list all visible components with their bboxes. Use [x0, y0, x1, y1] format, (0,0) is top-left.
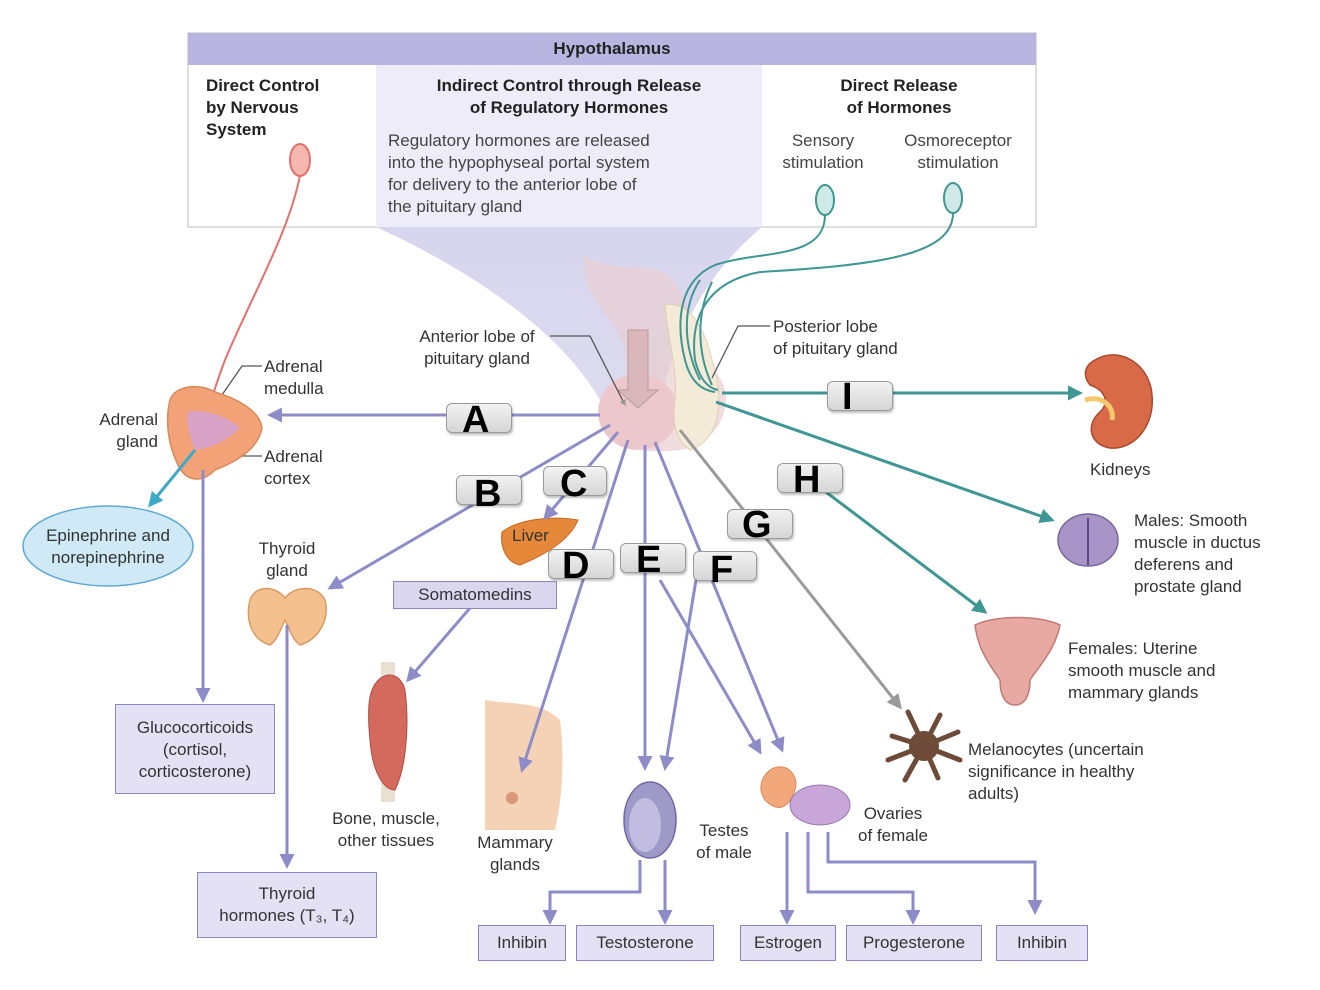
sensory-stimulation-label: Sensory stimulation: [782, 131, 864, 172]
thyroid-gland-icon: [247, 587, 327, 646]
hypothalamus-panel: [187, 32, 1037, 228]
somatomedins-box: Somatomedins: [393, 581, 557, 609]
prostate-icon: [1057, 513, 1119, 567]
indirect-control-description: Regulatory hormones are released into th…: [388, 131, 650, 216]
anterior-pathways: [195, 407, 1043, 925]
inhibin-female-box: Inhibin: [996, 925, 1088, 961]
adrenal-medulla-pointer: [214, 365, 262, 406]
epinephrine-arrow: [148, 449, 197, 508]
posterior-pathways: [715, 385, 1083, 614]
blank-box-d[interactable]: [548, 549, 614, 579]
thyroid-gland-label: Thyroid gland: [258, 539, 316, 580]
adrenal-medulla-label: Adrenal medulla: [264, 357, 324, 398]
direct-release-title: Direct Release of Hormones: [840, 76, 958, 117]
osmoreceptor-stimulation-label: Osmoreceptor stimulation: [904, 131, 1012, 172]
progesterone-box: Progesterone: [846, 925, 982, 961]
thyroid-hormones-box: Thyroid hormones (T₃, T₄): [197, 872, 377, 938]
adrenal-cortex-label: Adrenal cortex: [264, 447, 323, 488]
neurosecretory-neurons: [679, 182, 963, 393]
letter-d: D: [562, 545, 590, 587]
letter-i: I: [842, 376, 853, 418]
blank-box-i[interactable]: [827, 381, 893, 411]
kidney-icon: [1084, 354, 1153, 449]
letter-c: C: [560, 463, 588, 505]
blank-box-f[interactable]: [693, 551, 757, 581]
testosterone-box: Testosterone: [576, 925, 714, 961]
anterior-lobe-pointer: [550, 335, 626, 407]
blank-box-h[interactable]: [777, 463, 843, 493]
letter-e: E: [636, 539, 662, 581]
bone-muscle-icon: [368, 662, 408, 802]
epinephrine-oval: [22, 505, 194, 587]
blank-box-g[interactable]: [727, 509, 793, 539]
letter-g: G: [742, 504, 772, 546]
epinephrine-label: Epinephrine and norepinephrine: [46, 526, 170, 567]
kidneys-label: Kidneys: [1090, 460, 1151, 479]
estrogen-box: Estrogen: [740, 925, 836, 961]
indirect-control-title: Indirect Control through Release of Regu…: [436, 76, 702, 117]
uterus-icon: [974, 616, 1061, 706]
hypothalamus-title: Hypothalamus: [553, 39, 671, 58]
glucocorticoids-box: Glucocorticoids (cortisol, corticosteron…: [115, 704, 275, 794]
bone-muscle-label: Bone, muscle, other tissues: [332, 809, 440, 850]
mammary-label: Mammary glands: [477, 833, 553, 874]
posterior-lobe-pointer: [711, 325, 770, 379]
posterior-lobe-label: Posterior lobe of pituitary gland: [773, 317, 898, 358]
adrenal-gland-label: Adrenal gland: [99, 410, 158, 451]
testes-icon: [623, 781, 677, 859]
liver-label: Liver: [512, 526, 549, 545]
males-label: Males: Smooth muscle in ductus deferens …: [1134, 511, 1261, 596]
blank-box-e[interactable]: [620, 543, 686, 573]
ovaries-label: Ovaries of female: [858, 804, 928, 845]
anterior-lobe-label: Anterior lobe of pituitary gland: [419, 327, 535, 368]
melanocyte-icon: [885, 709, 963, 783]
letter-a: A: [462, 399, 490, 441]
liver-icon: [501, 517, 579, 566]
blank-box-b[interactable]: [456, 475, 522, 505]
melanocytes-label: Melanocytes (uncertain significance in h…: [968, 740, 1144, 803]
blank-box-c[interactable]: [543, 466, 607, 496]
melanocyte-pathway: [678, 429, 902, 710]
testes-label: Testes of male: [696, 821, 752, 862]
letter-f: F: [710, 549, 734, 591]
blank-box-a[interactable]: [446, 403, 512, 433]
direct-control-title: Direct Control by Nervous System: [206, 76, 320, 139]
letter-b: B: [474, 473, 502, 515]
females-label: Females: Uterine smooth muscle and mamma…: [1068, 639, 1216, 702]
letter-h: H: [793, 459, 821, 501]
ovaries-icon: [760, 766, 851, 826]
inhibin-male-box: Inhibin: [478, 925, 566, 961]
